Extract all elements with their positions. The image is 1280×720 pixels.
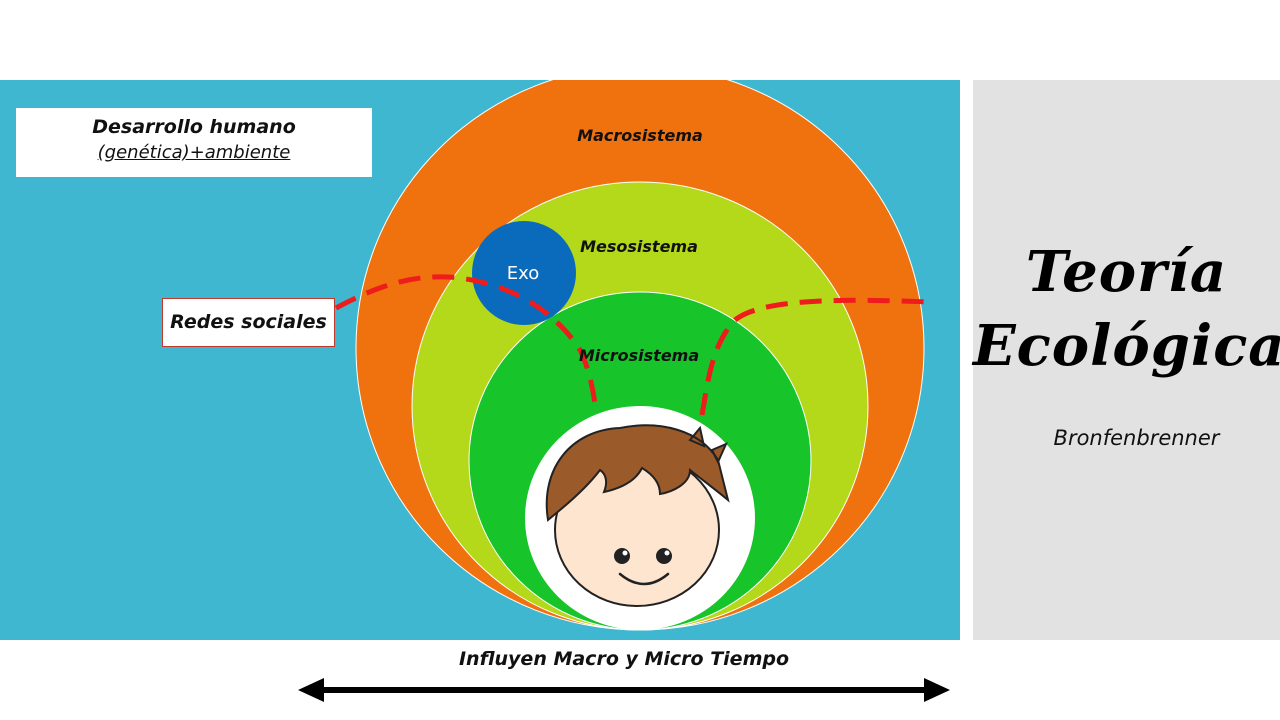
title-line-1: Teoría [1025,239,1228,305]
left-eye [614,548,630,564]
double-arrow-icon [298,678,950,702]
genetics-environment-text: (genética)+ambiente [97,142,291,163]
child-face-image [525,406,755,630]
smile [618,572,670,586]
page-title: Teoría Ecológica [973,235,1280,383]
time-influence-label: Influyen Macro y Micro Tiempo [458,648,790,670]
human-development-title: Desarrollo humano [92,116,296,138]
network-line-right [699,297,931,416]
title-panel [973,80,1280,640]
mesosystem-label: Mesosistema [580,237,698,256]
human-development-box: Desarrollo humano (genética)+ambiente [16,108,372,177]
macrosystem-label: Macrosistema [577,126,703,145]
social-networks-box: Redes sociales [162,298,335,347]
hair-shape [545,424,730,522]
microsystem-label: Microsistema [579,346,699,365]
right-eye [656,548,672,564]
exosystem-label: Exo [507,263,539,284]
title-line-2: Ecológica [973,313,1280,379]
social-network-lines [334,274,931,416]
ecological-diagram: Macrosistema Mesosistema Microsistema Ex… [334,80,931,631]
diagram-background: Macrosistema Mesosistema Microsistema Ex… [0,80,960,640]
author-name: Bronfenbrenner [1053,426,1220,450]
exosystem-circle [472,221,576,325]
